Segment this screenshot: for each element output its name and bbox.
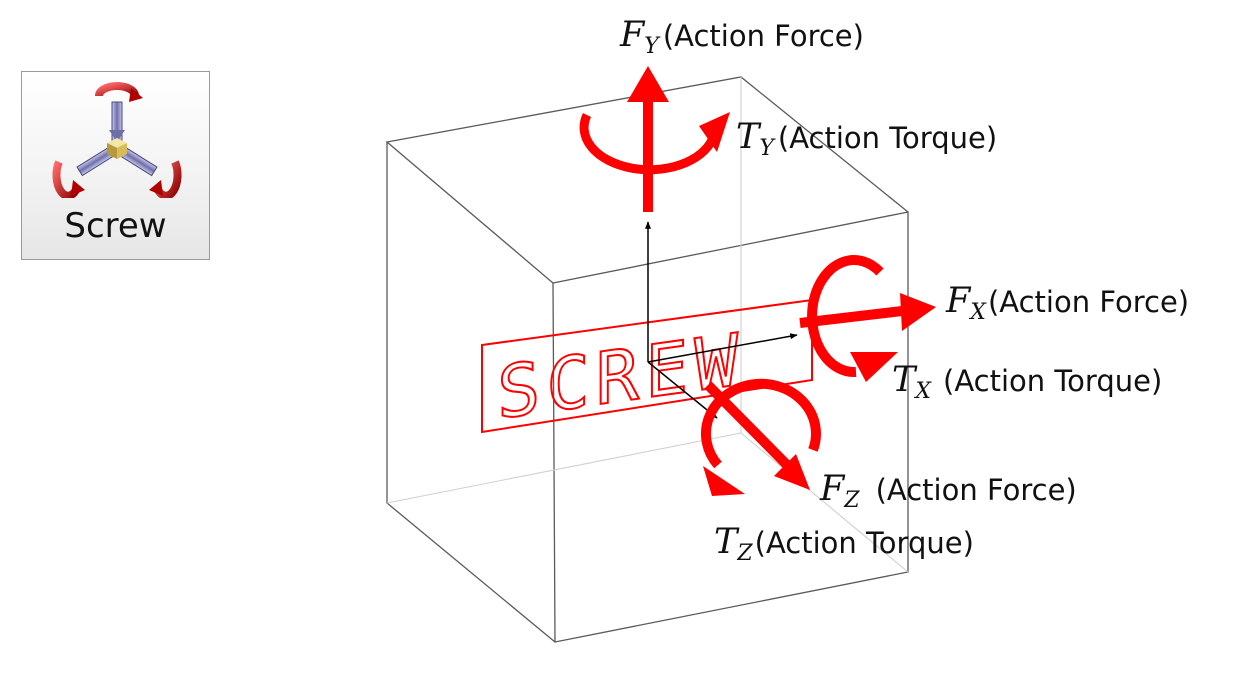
svg-text:TZ(Action Torque): TZ(Action Torque) xyxy=(714,522,974,566)
axis-z xyxy=(647,361,718,419)
screw-stamp: SCREW xyxy=(481,298,813,437)
cube-hidden-edges xyxy=(386,77,909,573)
local-axes xyxy=(645,221,798,419)
fx-force-arrow xyxy=(799,293,936,331)
fy-force-arrow xyxy=(627,66,669,212)
label-tz: TZ(Action Torque) xyxy=(714,522,974,566)
label-fx: FX(Action Force) xyxy=(945,281,1189,325)
tx-torque-arrow xyxy=(807,255,898,382)
svg-text:FY(Action Force): FY(Action Force) xyxy=(619,15,864,59)
screw-button-label: Screw xyxy=(64,206,167,246)
svg-text:FX(Action Force): FX(Action Force) xyxy=(945,281,1189,325)
ty-torque-arrow xyxy=(579,112,730,175)
screw-button[interactable]: Screw xyxy=(21,71,210,260)
label-ty: TY(Action Torque) xyxy=(736,117,997,161)
axis-x xyxy=(647,333,798,363)
label-tx: TX(Action Torque) xyxy=(892,360,1162,404)
screw-icon xyxy=(52,82,182,198)
screw-stamp-frame xyxy=(481,298,813,434)
svg-text:TX(Action Torque): TX(Action Torque) xyxy=(892,360,1162,404)
label-fy: FY(Action Force) xyxy=(619,15,864,59)
svg-text:TY(Action Torque): TY(Action Torque) xyxy=(736,117,997,161)
label-fz: FZ(Action Force) xyxy=(819,469,1077,513)
svg-text:FZ(Action Force): FZ(Action Force) xyxy=(819,469,1077,513)
tz-torque-arrow xyxy=(700,378,821,496)
